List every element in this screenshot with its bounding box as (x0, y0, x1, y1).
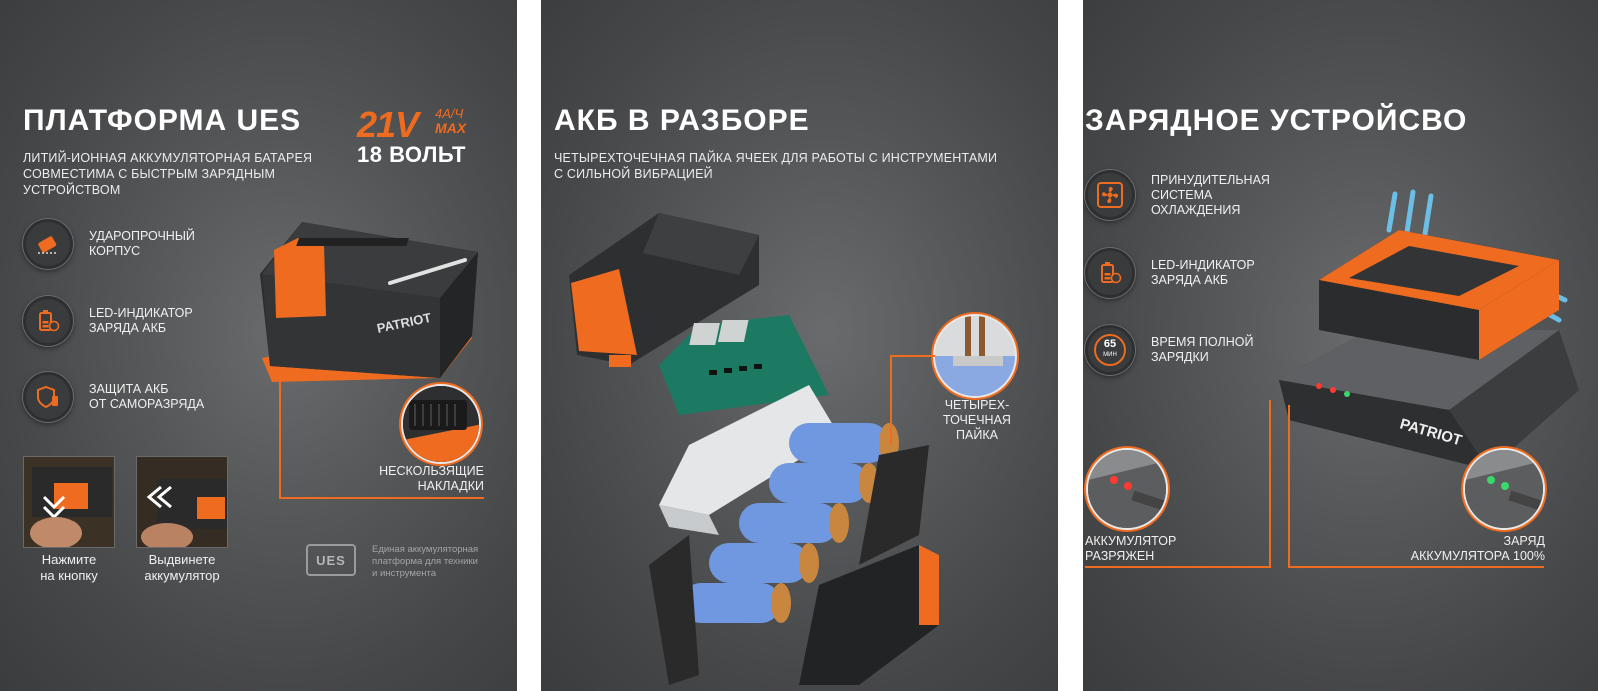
panel-battery-teardown: АКБ В РАЗБОРЕ ЧЕТЫРЕХТОЧЕЧНАЯ ПАЙКА ЯЧЕЕ… (541, 0, 1058, 691)
subtitle-line: ЛИТИЙ-ИОННАЯ АККУМУЛЯТОРНАЯ БАТАРЕЯ (23, 151, 313, 165)
ues-logo: UES (306, 544, 356, 576)
timer-value: 65 (1103, 338, 1117, 350)
callout-line (1085, 566, 1271, 568)
panel3-title: ЗАРЯДНОЕ УСТРОЙСВО (1085, 104, 1468, 137)
subtitle-line: УСТРОЙСТВОМ (23, 183, 121, 197)
solder-callout: ЧЕТЫРЕХ- ТОЧЕЧНАЯ ПАЙКА (943, 398, 1011, 442)
subtitle-line: СОВМЕСТИМА С БЫСТРЫМ ЗАРЯДНЫМ (23, 167, 276, 181)
feature-text: ВРЕМЯ ПОЛНОЙ ЗАРЯДКИ (1151, 335, 1254, 364)
feature-text: LED-ИНДИКАТОР ЗАРЯДА АКБ (89, 306, 193, 335)
panel-charger: ЗАРЯДНОЕ УСТРОЙСВО ПРИНУДИТЕЛЬНАЯ СИСТЕМ… (1083, 0, 1598, 691)
solder-closeup (933, 314, 1017, 398)
panel-ues-platform: ПЛАТФОРМА UES 21V 4А/Ч MAX 18 ВОЛЬТ ЛИТИ… (0, 0, 517, 691)
panel2-title: АКБ В РАЗБОРЕ (554, 104, 810, 137)
fan-icon (1085, 170, 1135, 220)
grip-pad-callout: НЕСКОЛЬЗЯЩИЕ НАКЛАДКИ (379, 464, 484, 493)
callout-line (890, 355, 935, 357)
callout-line (279, 368, 281, 498)
thumb-caption: Нажмите на кнопку (40, 552, 98, 583)
led-full-closeup (1463, 448, 1545, 530)
timer-icon: 65 МИН (1085, 325, 1135, 375)
thumb-press-button (23, 456, 115, 548)
feature-text: УДАРОПРОЧНЫЙ КОРПУС (89, 229, 195, 258)
shield-icon (23, 372, 73, 422)
voltage-21v: 21V (357, 104, 419, 145)
exploded-battery-illustration (569, 213, 939, 685)
shield-battery-icon (23, 219, 73, 269)
timer-unit: МИН (1103, 352, 1117, 358)
callout-line (890, 355, 892, 445)
thumb-slide-battery (136, 456, 228, 548)
full-charge-callout: ЗАРЯД АККУМУЛЯТОРА 100% (1410, 534, 1545, 563)
charger-illustration: PATRIOT (1279, 189, 1579, 470)
feature-self-discharge: ЗАЩИТА АКБ ОТ САМОРАЗРЯДА (23, 372, 204, 422)
feature-charge-time: 65 МИН ВРЕМЯ ПОЛНОЙ ЗАРЯДКИ (1085, 325, 1253, 375)
capacity-label: 4А/Ч (435, 106, 464, 121)
battery-indicator-icon (23, 296, 73, 346)
battery-illustration: PATRIOT (260, 222, 478, 382)
feature-led-indicator: LED-ИНДИКАТОР ЗАРЯДА АКБ (1085, 248, 1255, 298)
callout-line (1288, 405, 1290, 568)
voltage-badge: 21V 4А/Ч MAX 18 ВОЛЬТ (357, 104, 487, 167)
panel2-subtitle: ЧЕТЫРЕХТОЧЕЧНАЯ ПАЙКА ЯЧЕЕК ДЛЯ РАБОТЫ С… (554, 150, 997, 182)
feature-text: ПРИНУДИТЕЛЬНАЯ СИСТЕМА ОХЛАЖДЕНИЯ (1151, 172, 1270, 217)
feature-shockproof: УДАРОПРОЧНЫЙ КОРПУС (23, 219, 195, 269)
timer-badge: 65 МИН (1094, 334, 1126, 366)
callout-line (1269, 400, 1271, 568)
max-label: MAX (435, 120, 467, 136)
voltage-18-label: 18 ВОЛЬТ (357, 142, 466, 167)
subtitle-line: С СИЛЬНОЙ ВИБРАЦИЕЙ (554, 167, 713, 181)
battery-indicator-icon (1085, 248, 1135, 298)
feature-text: ЗАЩИТА АКБ ОТ САМОРАЗРЯДА (89, 382, 205, 411)
panel1-title: ПЛАТФОРМА UES (23, 104, 302, 137)
led-discharged-closeup (1086, 448, 1168, 530)
battery-cells (681, 423, 899, 623)
feature-cooling: ПРИНУДИТЕЛЬНАЯ СИСТЕМА ОХЛАЖДЕНИЯ (1085, 170, 1270, 220)
ues-description: Единая аккумуляторная платформа для техн… (372, 544, 479, 579)
subtitle-line: ЧЕТЫРЕХТОЧЕЧНАЯ ПАЙКА ЯЧЕЕК ДЛЯ РАБОТЫ С… (554, 151, 998, 165)
discharged-callout: АККУМУЛЯТОР РАЗРЯЖЕН (1085, 534, 1177, 563)
panel1-subtitle: ЛИТИЙ-ИОННАЯ АККУМУЛЯТОРНАЯ БАТАРЕЯ СОВМ… (23, 150, 312, 198)
feature-text: LED-ИНДИКАТОР ЗАРЯДА АКБ (1151, 258, 1255, 287)
callout-line (1288, 566, 1544, 568)
feature-led-indicator: LED-ИНДИКАТОР ЗАРЯДА АКБ (23, 296, 193, 346)
grip-pad-closeup (401, 384, 481, 464)
thumb-caption: Выдвинете аккумулятор (144, 552, 220, 583)
callout-line (279, 497, 484, 499)
